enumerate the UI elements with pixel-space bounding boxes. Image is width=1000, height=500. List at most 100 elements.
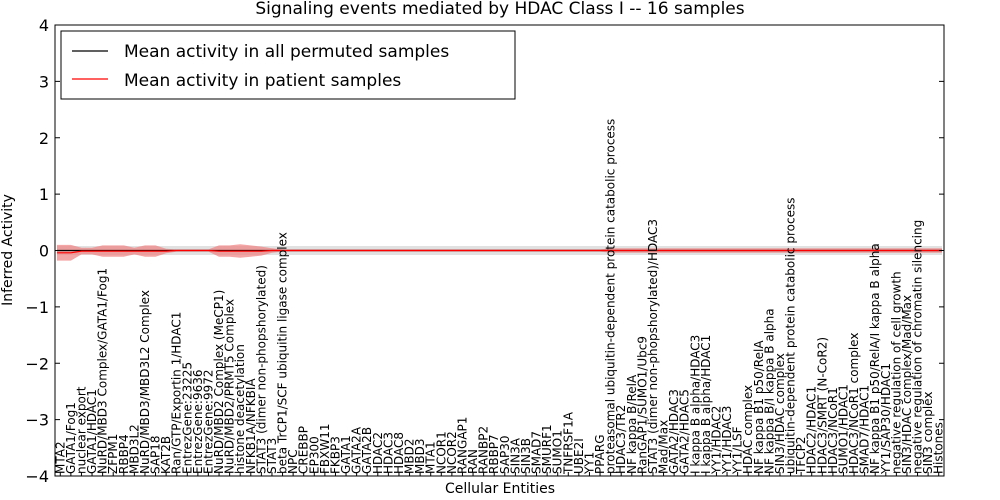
x-tick-label: HDAC3 [381,432,395,474]
x-tick-label: histone deacetylation [233,344,247,474]
x-tick-label: RANGAP1 [456,417,470,474]
x-tick-label: HDAC complex [741,385,755,474]
x-tick-label: NuRD/MBD2/PRMT5 Complex [223,299,237,474]
x-tick-label: FBXW11 [318,424,332,475]
x-tick-label: NFKB1A/NFKBIA [244,378,258,474]
x-tick-label: beta TrCP1/SCF ubiquitin ligase complex [276,232,290,474]
x-tick-label: RANBP2 [477,426,491,474]
x-tick-label: MBD3 [413,439,427,474]
x-tick-label: NF kappa B1 p50/RelA/I kappa B alpha [868,243,882,474]
x-tick-label: NF kappa B/RelA [625,374,639,474]
y-tick-label: 2 [39,129,49,148]
x-tick-label: TFCP2 [794,437,808,475]
x-tick-label: FKBP3 [329,436,343,474]
x-tick-label: SUMO1/HDAC1 [837,384,851,474]
x-tick-label: YY1/LSF [731,426,745,475]
x-tick-label: GATA1 [339,435,353,474]
x-tick-label: SMAD7 [530,431,544,474]
x-tick-label: NuRD/MBD2 Complex (MeCP1) [212,290,226,474]
x-tick-label: GATA2/HDAC3 [667,389,681,474]
x-tick-label: HDAC8 [392,432,406,474]
x-tick-label: GATA1/Fog1 [64,402,78,474]
x-tick-label: NF kappa B1 p50/RelA [752,340,766,474]
legend: Mean activity in all permuted samples Me… [60,30,516,100]
x-tick-label: YY1/HDAC3 [720,406,734,475]
x-tick-label: ubiquitin-dependent protein catabolic pr… [784,198,798,474]
x-tick-label: MTA2 [53,441,67,474]
y-tick-label: −3 [25,411,49,430]
x-tick-label: YY1/SAP30/HDAC1 [879,363,893,475]
patient-band [57,244,942,261]
y-tick-label: 4 [39,16,49,35]
x-tick-label: YY1/HDAC2 [710,406,724,475]
x-tick-label: HDAC2/HDAC1 [805,386,819,474]
x-tick-label: MBD2 [403,439,417,474]
x-tick-label: PPARG [593,434,607,474]
x-tick-label: Ran/GTP/Exportin 1/HDAC1 [170,312,184,474]
x-tick-label: RanGAP1/SUMO1/Ubc9 [635,336,649,474]
x-tick-label: EntrezGene:9636 [191,370,205,475]
x-tick-label: SIN3B [519,438,533,474]
x-tick-label: STAT3 [265,438,279,474]
x-tick-label: SMURF1 [540,424,554,474]
x-tick-label: MBD3L2 [127,424,141,474]
x-tick-label: ZFPM1 [106,434,120,474]
x-tick-label: STAT3 (dimer non-phopshorylated)/HDAC3 [646,219,660,474]
x-axis-label: Cellular Entities [445,481,555,497]
x-tick-label: RBBP7 [487,434,501,474]
x-tick-label: SIN3 complex [921,392,935,474]
x-tick-label: SIN3/HDAC complex [773,353,787,474]
x-tick-label: SAP18 [149,435,163,474]
x-tick-label: KAT2B [159,436,173,474]
x-tick-label: negative regulation of chromatin silenci… [911,220,925,474]
x-tick-label: STAT3 (dimer non-phopshorylated) [254,265,268,474]
x-tick-label: SMAD7/HDAC1 [858,385,872,474]
chart-title: Signaling events mediated by HDAC Class … [255,0,744,19]
x-tick-label: GATA2A [350,426,364,474]
x-tick-label: GATA1/HDAC1 [85,389,99,474]
x-tick-label: nuclear export [75,386,89,474]
x-tick-label: NPC [286,449,300,474]
x-tick-label: NCOR2 [445,431,459,474]
x-tick-label: EntrezGene:23225 [180,362,194,474]
x-tick-label: CREBBP [297,426,311,474]
x-tick-label: I kappa B alpha/HDAC1 [699,335,713,474]
x-tick-label: SIN3/HDAC complex/Mad/Max [900,295,914,474]
y-tick-label: −1 [25,298,49,317]
x-tick-label: TNFRSF1A [561,411,575,475]
x-tick-label: SAP30 [498,435,512,474]
x-tick-label: NuRD/MBD3 Complex/GATA1/Fog1 [96,268,110,474]
x-tick-label: HDAC3/TR2 [614,405,628,474]
series-lines [57,249,942,254]
y-tick-label: 0 [39,242,49,261]
x-tick-label: MTA1 [424,441,438,474]
y-tick-label: −2 [25,354,49,373]
x-tick-label: HDAC3/NCoR1 complex [847,333,861,474]
x-tick-label: Mad/Max [657,420,671,474]
x-tick-label: GATA2B [360,427,374,474]
legend-permuted-label: Mean activity in all permuted samples [124,42,449,62]
x-tick-label: UBE2I [572,438,586,474]
legend-box [60,30,516,100]
x-tick-label: RBBP4 [117,434,131,474]
x-tick-label: EntrezGene:9972 [202,370,216,475]
x-tick-label: HDAC3/NCoR1 [826,387,840,474]
x-tick-label: negative regulation of cell growth [889,271,903,474]
x-tick-label: EP300 [307,436,321,474]
x-tick-label: NF kappa B/I kappa B alpha [762,308,776,474]
x-tick-label: NuRD/MBD3/MBD3L2 Complex [138,290,152,474]
x-tick-label: NCOR1 [434,431,448,474]
x-tick-label: HDAC3/SMRT (N-CoR2) [815,337,829,474]
y-tick-label: −4 [25,467,49,486]
x-tick-label: SIN3A [508,437,522,474]
x-tick-label: SUMO1 [551,430,565,474]
confidence-bands [57,244,942,261]
y-tick-label: 3 [39,72,49,91]
x-tick-label: proteasomal ubiquitin-dependent protein … [604,119,618,474]
x-tick-label: GATA2/HDAC5 [678,389,692,474]
x-tick-label: I kappa B alpha/HDAC3 [688,335,702,474]
x-tick-label: YY1 [583,452,597,475]
